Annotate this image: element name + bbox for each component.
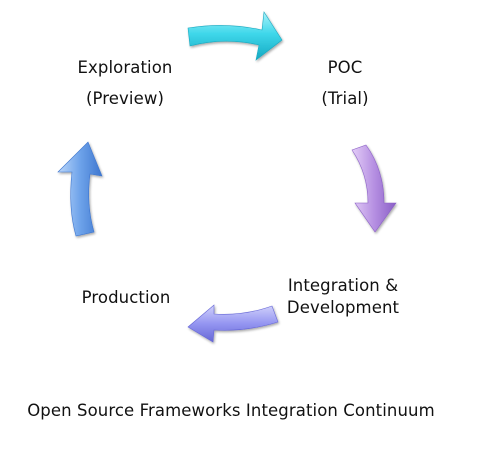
stage-production-label: Production: [66, 287, 186, 309]
stage-exploration-label: Exploration (Preview): [62, 52, 188, 114]
arrow-exploration-to-poc: [187, 11, 283, 61]
arrow-integration-to-production: [187, 304, 279, 343]
stage-production-title: Production: [81, 288, 171, 307]
stage-integration-label: Integration & Development: [270, 275, 416, 319]
arrow-poc-to-integration: [351, 144, 397, 233]
stage-exploration-subtitle: (Preview): [85, 89, 164, 108]
stage-poc-title: POC: [327, 58, 363, 77]
stage-integration-line1: Integration &: [287, 276, 399, 295]
stage-integration-line2: Development: [286, 298, 400, 317]
diagram-caption: Open Source Frameworks Integration Conti…: [27, 401, 435, 420]
stage-poc-subtitle: (Trial): [321, 89, 369, 108]
arrow-production-to-exploration: [57, 141, 103, 237]
stage-exploration-title: Exploration: [77, 58, 173, 77]
stage-poc-label: POC (Trial): [302, 52, 388, 114]
